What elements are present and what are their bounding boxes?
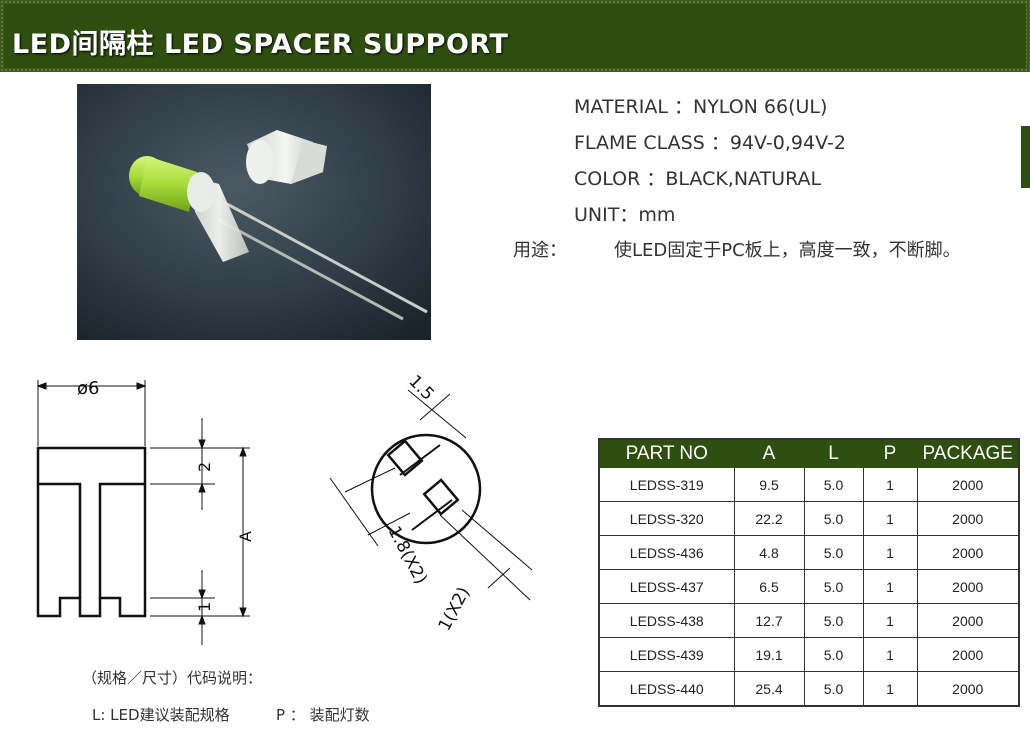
table-cell: 1: [862, 467, 918, 502]
spec-value: 94V-0,94V-2: [729, 132, 846, 154]
spec-value: BLACK,NATURAL: [665, 168, 822, 190]
column-header: PART NO: [598, 438, 735, 468]
code-legend-p: P ： 装配灯数: [276, 706, 370, 724]
table-cell: 5.0: [803, 569, 864, 604]
spec-sep: ：: [619, 204, 639, 226]
dim-diameter-label: ø6: [77, 378, 99, 399]
spec-color: COLOR ：BLACK,NATURAL: [574, 164, 821, 191]
spec-label: MATERIAL: [574, 96, 668, 118]
table-cell: 4.8: [733, 535, 805, 570]
table-cell: 19.1: [733, 637, 805, 672]
table-cell: 2000: [916, 569, 1020, 604]
usage-label: 用途：: [513, 240, 567, 261]
table-cell: 1: [862, 535, 918, 570]
table-cell: 2000: [916, 671, 1020, 707]
table-cell: LEDSS-436: [598, 535, 735, 570]
column-header: A: [733, 438, 805, 468]
table-cell: LEDSS-438: [598, 603, 735, 638]
table-cell: 5.0: [803, 467, 864, 502]
dim-top-label: 2: [195, 462, 214, 472]
column-header: PACKAGE: [916, 438, 1020, 468]
table-cell: 1: [862, 637, 918, 672]
table-cell: 2000: [916, 467, 1020, 502]
header-inner: LED间隔柱 LED SPACER SUPPORT: [4, 4, 1026, 68]
table-cell: 1: [862, 671, 918, 707]
code-legend-l: L: LED建议装配规格: [92, 706, 230, 724]
side-view: [36, 446, 147, 618]
table-cell: 2000: [916, 535, 1020, 570]
table-cell: LEDSS-439: [598, 637, 735, 672]
table-cell: 2000: [916, 637, 1020, 672]
table-cell: 1: [862, 603, 918, 638]
spec-value: NYLON 66(UL): [692, 96, 828, 118]
table-cell: 1: [862, 501, 918, 536]
table-cell: LEDSS-319: [598, 467, 735, 502]
spec-sep: ：: [710, 132, 730, 154]
spec-value: mm: [638, 204, 676, 226]
spec-unit: UNIT：mm: [574, 200, 675, 227]
table-header-row: PART NO A L P PACKAGE: [598, 438, 1020, 468]
spec-label: COLOR: [574, 168, 641, 190]
table-cell: 6.5: [733, 569, 805, 604]
page-title: LED间隔柱 LED SPACER SUPPORT: [12, 29, 509, 60]
product-photo: [77, 84, 431, 340]
table-cell: 2000: [916, 603, 1020, 638]
spec-sep: ：: [646, 168, 666, 190]
technical-drawing: ø6 2 A 1 1.5 1.8(X2) 1(X2): [36, 371, 533, 645]
side-tab: [1021, 126, 1030, 188]
top-view-dimension-lines: [329, 389, 533, 601]
table-cell: 12.7: [733, 603, 805, 638]
table-cell: 5.0: [803, 501, 864, 536]
dim-width-label: 1(X2): [435, 584, 475, 634]
table-cell: 5.0: [803, 603, 864, 638]
spec-label: UNIT: [574, 204, 620, 226]
table-cell: 25.4: [733, 671, 805, 707]
table-cell: 22.2: [733, 501, 805, 536]
header-banner: LED间隔柱 LED SPACER SUPPORT: [0, 0, 1030, 72]
top-view: [370, 433, 482, 545]
spec-label: FLAME CLASS: [574, 132, 705, 154]
usage-text: 使LED固定于PC板上，高度一致，不断脚。: [614, 240, 961, 261]
dim-pitch-label: 1.5: [404, 371, 437, 404]
table-cell: 2000: [916, 501, 1020, 536]
spec-material: MATERIAL ：NYLON 66(UL): [574, 92, 827, 119]
dim-bottom-label: 1: [195, 602, 214, 612]
spec-sep: ：: [673, 96, 693, 118]
table-cell: LEDSS-320: [598, 501, 735, 536]
table-cell: 9.5: [733, 467, 805, 502]
table-cell: 5.0: [803, 671, 864, 707]
code-legend-title: （规格／尺寸）代码说明：: [82, 669, 263, 687]
table-cell: 5.0: [803, 637, 864, 672]
spec-flame-class: FLAME CLASS ：94V-0,94V-2: [574, 128, 846, 155]
table-cell: LEDSS-437: [598, 569, 735, 604]
dim-slot-label: 1.8(X2): [384, 523, 431, 588]
dimension-lines: [36, 380, 250, 645]
table-cell: LEDSS-440: [598, 671, 735, 707]
column-header: P: [862, 438, 918, 468]
table-cell: 1: [862, 569, 918, 604]
table-cell: 5.0: [803, 535, 864, 570]
column-header: L: [803, 438, 864, 468]
dim-height-label: A: [236, 531, 255, 542]
